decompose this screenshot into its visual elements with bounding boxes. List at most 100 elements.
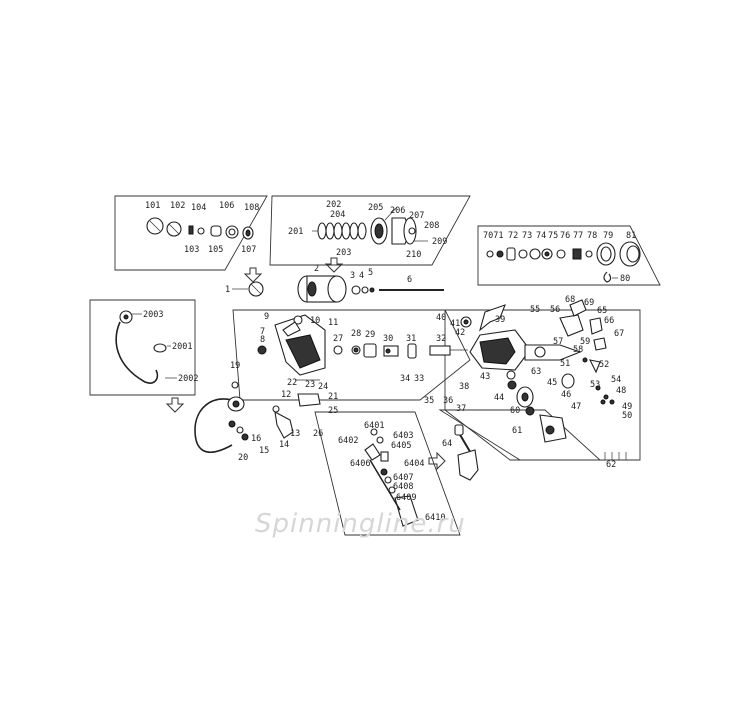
label-61: 61 [512, 426, 522, 436]
panel-body-group [444, 309, 641, 461]
label-32: 32 [436, 334, 446, 344]
label-2001: 2001 [172, 342, 192, 352]
label-28: 28 [351, 329, 361, 339]
label-15: 15 [259, 446, 269, 456]
label-46: 46 [561, 390, 571, 400]
parts-spool-row [232, 275, 444, 303]
label-73: 73 [522, 231, 532, 241]
label-204: 204 [330, 210, 345, 220]
label-74: 74 [536, 231, 546, 241]
label-63: 63 [531, 367, 541, 377]
label-48: 48 [616, 386, 626, 396]
label-6402: 6402 [338, 436, 358, 446]
label-66: 66 [604, 316, 614, 326]
label-58: 58 [573, 345, 583, 355]
label-6407: 6407 [393, 473, 413, 483]
label-34: 34 [400, 374, 410, 384]
label-49: 49 [622, 402, 632, 412]
label-56: 56 [550, 305, 560, 315]
label-12: 12 [281, 390, 291, 400]
label-9: 9 [264, 312, 269, 322]
label-208: 208 [424, 221, 439, 231]
parts-handle-alt [454, 424, 479, 481]
label-21: 21 [328, 392, 338, 402]
panel-bail-wire-group [89, 299, 196, 396]
label-4: 4 [359, 271, 364, 281]
label-39: 39 [495, 315, 505, 325]
label-47: 47 [571, 402, 581, 412]
label-51: 51 [560, 359, 570, 369]
label-13: 13 [290, 429, 300, 439]
label-69: 69 [584, 298, 594, 308]
label-43: 43 [480, 372, 490, 382]
label-29: 29 [365, 330, 375, 340]
label-105: 105 [208, 245, 223, 255]
label-54: 54 [611, 375, 621, 385]
label-60: 60 [510, 406, 520, 416]
label-6408: 6408 [393, 482, 413, 492]
label-6: 6 [407, 275, 412, 285]
label-72: 72 [508, 231, 518, 241]
panel-handle-alt-group [438, 409, 602, 461]
flow-arrows [165, 257, 446, 471]
label-102: 102 [170, 201, 185, 211]
label-55: 55 [530, 305, 540, 315]
label-103: 103 [184, 245, 199, 255]
label-2002: 2002 [178, 374, 198, 384]
label-41: 41 [450, 319, 460, 329]
label-3: 3 [350, 271, 355, 281]
label-50: 50 [622, 411, 632, 421]
label-108: 108 [244, 203, 259, 213]
label-209: 209 [432, 237, 447, 247]
label-14: 14 [279, 440, 289, 450]
label-26: 26 [313, 429, 323, 439]
label-64: 64 [442, 439, 452, 449]
label-6403: 6403 [393, 431, 413, 441]
panel-handle-knob-group [114, 195, 268, 271]
part-number-labels: 101 102 104 106 108 103 105 107 202 204 … [143, 200, 636, 523]
label-33: 33 [414, 374, 424, 384]
panel-handle-assembly-group [314, 411, 461, 536]
label-42: 42 [455, 328, 465, 338]
label-11: 11 [328, 318, 338, 328]
parts-bail-assembled [194, 379, 321, 454]
label-2: 2 [314, 264, 319, 274]
parts-body [460, 299, 615, 443]
label-201: 201 [288, 227, 303, 237]
label-36: 36 [443, 396, 453, 406]
parts-101-108 [146, 217, 254, 240]
label-1: 1 [225, 285, 230, 295]
label-8: 8 [260, 335, 265, 345]
label-203: 203 [336, 248, 351, 258]
label-23: 23 [305, 380, 315, 390]
label-53: 53 [590, 380, 600, 390]
label-68: 68 [565, 295, 575, 305]
label-38: 38 [459, 382, 469, 392]
label-79: 79 [603, 231, 613, 241]
label-78: 78 [587, 231, 597, 241]
label-6410: 6410 [425, 513, 445, 523]
label-52: 52 [599, 360, 609, 370]
label-6405: 6405 [391, 441, 411, 451]
label-6406: 6406 [350, 459, 370, 469]
label-35: 35 [424, 396, 434, 406]
label-65: 65 [597, 306, 607, 316]
label-25: 25 [328, 406, 338, 416]
label-75: 75 [548, 231, 558, 241]
label-57: 57 [553, 337, 563, 347]
label-210: 210 [406, 250, 421, 260]
label-22: 22 [287, 378, 297, 388]
label-44: 44 [494, 393, 504, 403]
label-6401: 6401 [364, 421, 384, 431]
label-45: 45 [547, 378, 557, 388]
label-202: 202 [326, 200, 341, 210]
label-24: 24 [318, 382, 328, 392]
parts-201-210 [312, 206, 428, 245]
label-31: 31 [406, 334, 416, 344]
label-101: 101 [145, 201, 160, 211]
label-106: 106 [219, 201, 234, 211]
parts-62-screws [604, 452, 627, 460]
label-67: 67 [614, 329, 624, 339]
label-2003: 2003 [143, 310, 163, 320]
